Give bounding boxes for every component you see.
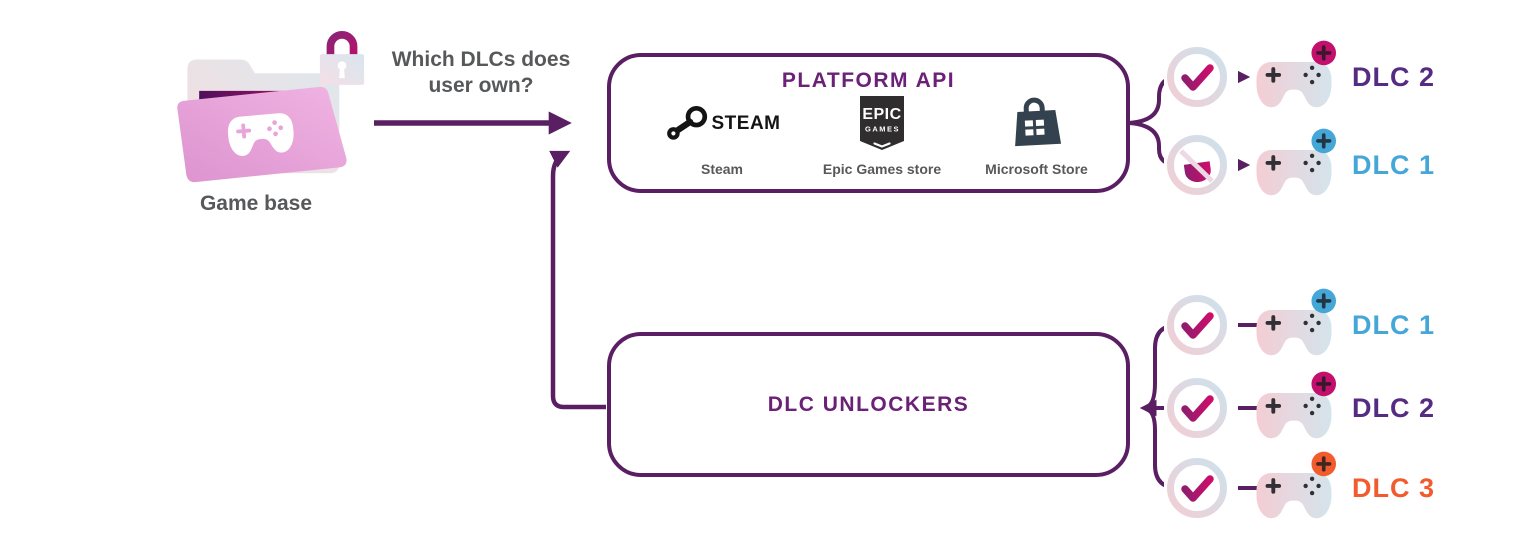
game-base-label: Game base (199, 192, 313, 215)
unlocker-result-row: DLC 3 (1164, 451, 1436, 523)
gamepad-icon (1256, 451, 1337, 519)
platform-api-box: PLATFORM API STEAM Steam EPIC GAMES (607, 53, 1130, 193)
unlocker-result-row: DLC 2 (1164, 371, 1436, 443)
plus-badge (1311, 451, 1337, 477)
plus-badge (1311, 40, 1337, 66)
microsoft-store-icon (1014, 97, 1061, 147)
game-base-folder (158, 34, 354, 194)
plus-badge (1311, 371, 1337, 397)
question-line-2: user own? (428, 74, 534, 97)
unlocker-result-row: DLC 1 (1164, 288, 1436, 360)
dlc-label: DLC 2 (1352, 392, 1436, 423)
gamepad-icon (1256, 288, 1337, 356)
platform-result-row: DLC 2 (1164, 40, 1436, 112)
folder-icon (177, 59, 347, 183)
epic-badge-text: EPIC (862, 106, 901, 123)
platform-epic-games: EPIC GAMES Epic Games store (807, 93, 957, 177)
lock-icon (319, 31, 365, 85)
epic-games-icon: EPIC GAMES (860, 96, 904, 150)
dlc-label: DLC 1 (1352, 149, 1436, 180)
dlc-label: DLC 3 (1352, 472, 1436, 503)
question-line-1: Which DLCs does (391, 48, 571, 71)
question-text: Which DLCs does user own? (378, 47, 584, 99)
gamepad-glyph (227, 113, 294, 156)
steam-icon (666, 105, 707, 140)
dlc-unlockers-box: DLC UNLOCKERS (607, 332, 1130, 477)
check-icon (1167, 458, 1227, 518)
platform-epic-label: Epic Games store (822, 161, 942, 177)
dlc-label: DLC 1 (1352, 309, 1436, 340)
plus-badge (1311, 128, 1337, 154)
check-icon (1167, 47, 1227, 107)
plus-badge (1311, 288, 1337, 314)
gamepad-icon (1256, 40, 1337, 108)
platform-steam: STEAM Steam (627, 93, 817, 177)
check-icon (1167, 295, 1227, 355)
blocked-icon (1167, 135, 1227, 195)
platform-steam-label: Steam (700, 161, 744, 177)
gamepad-icon (1256, 371, 1337, 439)
platform-result-row: DLC 1 (1164, 128, 1436, 200)
platform-api-title: PLATFORM API (781, 69, 956, 92)
dlc-label: DLC 2 (1352, 61, 1436, 92)
lock (317, 25, 367, 92)
platform-ms-label: Microsoft Store (985, 161, 1088, 177)
platform-microsoft-store: Microsoft Store (959, 93, 1114, 177)
dlc-unlockers-title: DLC UNLOCKERS (767, 392, 970, 416)
arrow-unlockers-to-platformapi (549, 150, 606, 410)
gamepad-icon (1256, 128, 1337, 196)
epic-badge-subtext: GAMES (865, 125, 900, 134)
steam-wordmark: STEAM (711, 113, 781, 134)
check-icon (1167, 378, 1227, 438)
